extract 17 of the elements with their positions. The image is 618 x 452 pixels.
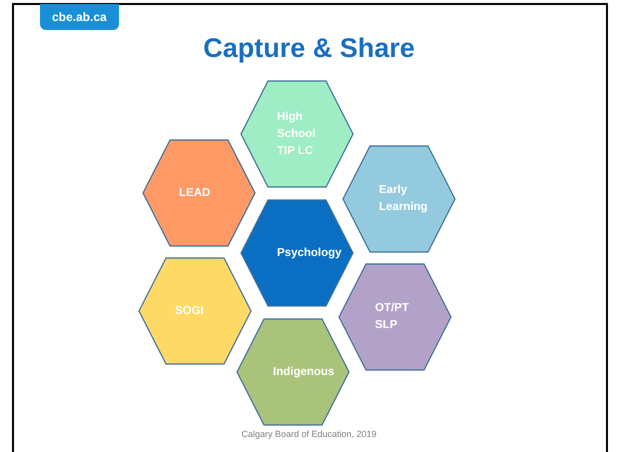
hexagon-node — [342, 145, 456, 253]
footer-note: Calgary Board of Education, 2019 — [240, 428, 378, 441]
hexagon-node — [138, 257, 252, 365]
hexagon-node — [240, 80, 354, 188]
web-address-tab: cbe.ab.ca — [40, 4, 119, 30]
node-label: Psychology — [277, 246, 342, 260]
hexagon-node — [142, 139, 256, 247]
hexagon-node — [236, 318, 350, 426]
hexagon-node — [240, 199, 354, 307]
title: Capture & Share — [202, 32, 416, 65]
node-label: Indigenous — [273, 364, 334, 380]
node-label: LEAD — [179, 186, 210, 200]
node-label: High School TIP LC — [277, 110, 316, 158]
hexagon-node — [338, 263, 452, 371]
node-label: SOGI — [175, 304, 204, 318]
node-label: OT/PT SLP — [375, 301, 410, 333]
node-label: Early Learning — [379, 183, 429, 215]
